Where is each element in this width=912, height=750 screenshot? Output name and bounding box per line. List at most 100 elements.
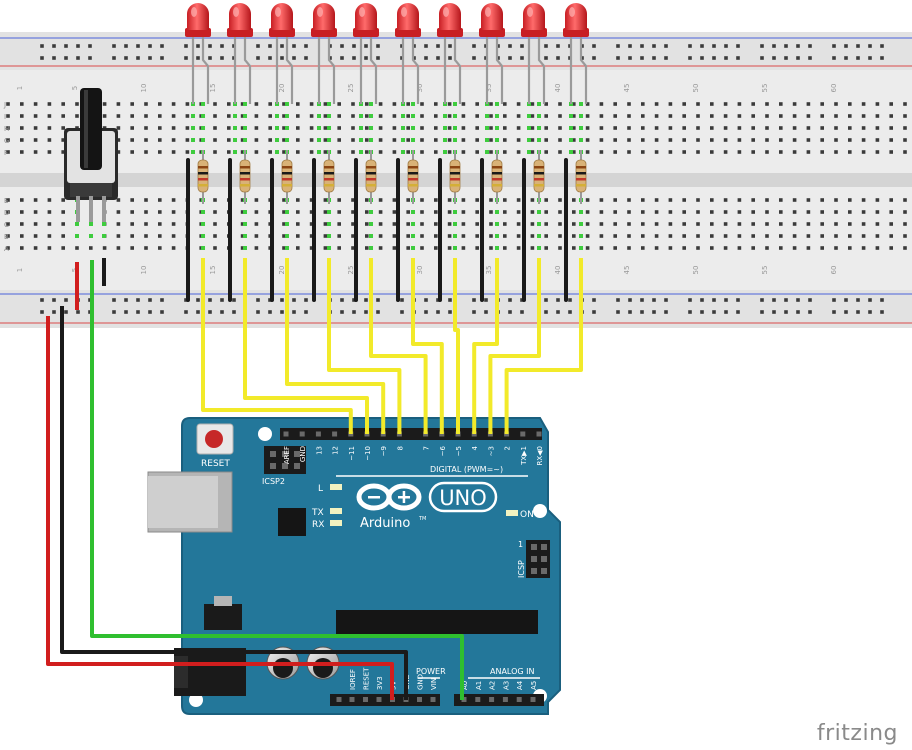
rail-hole[interactable] <box>52 44 56 48</box>
breadboard-hole[interactable] <box>282 210 286 214</box>
breadboard-hole[interactable] <box>641 222 645 226</box>
breadboard-hole[interactable] <box>351 150 355 154</box>
breadboard-hole[interactable] <box>792 234 797 238</box>
breadboard-hole[interactable] <box>792 114 797 118</box>
breadboard-hole[interactable] <box>516 234 521 238</box>
rail-hole[interactable] <box>112 310 116 314</box>
rail-hole[interactable] <box>760 44 764 48</box>
breadboard-hole[interactable] <box>503 138 507 142</box>
breadboard-hole[interactable] <box>406 114 410 118</box>
breadboard-hole[interactable] <box>461 246 466 250</box>
rail-hole[interactable] <box>124 56 128 60</box>
rail-hole[interactable] <box>208 56 212 60</box>
breadboard-hole[interactable] <box>337 150 341 154</box>
breadboard-hole[interactable] <box>903 198 907 202</box>
breadboard-hole[interactable] <box>351 222 355 226</box>
rail-hole[interactable] <box>112 44 116 48</box>
rail-hole[interactable] <box>784 298 788 302</box>
rail-hole[interactable] <box>700 44 704 48</box>
breadboard-hole[interactable] <box>710 150 714 154</box>
breadboard-hole[interactable] <box>116 246 121 250</box>
header-pin[interactable] <box>315 431 321 437</box>
rail-hole[interactable] <box>856 56 860 60</box>
breadboard-hole[interactable] <box>516 246 521 250</box>
breadboard-hole[interactable] <box>903 210 907 214</box>
breadboard-hole[interactable] <box>848 138 852 142</box>
rail-hole[interactable] <box>88 44 92 48</box>
breadboard-hole[interactable] <box>406 126 410 130</box>
rail-hole[interactable] <box>868 56 872 60</box>
rail-hole[interactable] <box>40 310 44 314</box>
rail-hole[interactable] <box>340 298 344 302</box>
breadboard-hole[interactable] <box>544 198 548 202</box>
header-pin[interactable] <box>530 697 536 702</box>
breadboard-hole[interactable] <box>558 114 562 118</box>
breadboard-hole[interactable] <box>144 102 148 106</box>
breadboard-hole[interactable] <box>392 222 397 226</box>
rail-hole[interactable] <box>184 310 188 314</box>
breadboard-hole[interactable] <box>309 138 314 142</box>
breadboard-hole[interactable] <box>158 150 162 154</box>
breadboard-hole[interactable] <box>296 150 300 154</box>
breadboard-hole[interactable] <box>406 222 410 226</box>
breadboard-hole[interactable] <box>861 138 866 142</box>
breadboard-hole[interactable] <box>779 198 783 202</box>
breadboard-hole[interactable] <box>503 114 507 118</box>
rail-hole[interactable] <box>520 56 524 60</box>
icsp-pin[interactable] <box>531 568 537 574</box>
breadboard-hole[interactable] <box>351 234 355 238</box>
breadboard-hole[interactable] <box>392 210 397 214</box>
rail-hole[interactable] <box>340 56 344 60</box>
breadboard-hole[interactable] <box>420 114 424 118</box>
rail-hole[interactable] <box>136 56 140 60</box>
breadboard-hole[interactable] <box>585 210 590 214</box>
breadboard-hole[interactable] <box>378 102 383 106</box>
breadboard-hole[interactable] <box>240 234 245 238</box>
breadboard-hole[interactable] <box>323 222 328 226</box>
breadboard-hole[interactable] <box>737 210 742 214</box>
rail-hole[interactable] <box>640 56 644 60</box>
breadboard-hole[interactable] <box>227 102 231 106</box>
breadboard-hole[interactable] <box>889 150 893 154</box>
breadboard-hole[interactable] <box>144 114 148 118</box>
rail-hole[interactable] <box>256 56 260 60</box>
breadboard-hole[interactable] <box>420 102 424 106</box>
breadboard-hole[interactable] <box>475 102 479 106</box>
breadboard-hole[interactable] <box>171 150 176 154</box>
breadboard-hole[interactable] <box>806 198 811 202</box>
breadboard-hole[interactable] <box>737 222 742 226</box>
rail-hole[interactable] <box>772 310 776 314</box>
breadboard-hole[interactable] <box>461 114 466 118</box>
breadboard-hole[interactable] <box>365 126 369 130</box>
breadboard-hole[interactable] <box>213 222 217 226</box>
breadboard-hole[interactable] <box>392 114 397 118</box>
breadboard-hole[interactable] <box>240 222 245 226</box>
rail-hole[interactable] <box>796 310 800 314</box>
breadboard-hole[interactable] <box>599 102 604 106</box>
rail-hole[interactable] <box>376 310 380 314</box>
rail-hole[interactable] <box>616 310 620 314</box>
breadboard-hole[interactable] <box>240 210 245 214</box>
rail-hole[interactable] <box>556 298 560 302</box>
breadboard-hole[interactable] <box>61 234 65 238</box>
breadboard-hole[interactable] <box>875 222 880 226</box>
breadboard-hole[interactable] <box>765 150 769 154</box>
breadboard-hole[interactable] <box>296 210 300 214</box>
breadboard-hole[interactable] <box>47 234 52 238</box>
breadboard-hole[interactable] <box>351 246 355 250</box>
breadboard-hole[interactable] <box>572 210 576 214</box>
header-pin[interactable] <box>299 431 305 437</box>
breadboard-hole[interactable] <box>779 246 783 250</box>
breadboard-hole[interactable] <box>516 198 521 202</box>
rail-hole[interactable] <box>832 56 836 60</box>
breadboard-hole[interactable] <box>503 234 507 238</box>
breadboard-hole[interactable] <box>337 198 341 202</box>
breadboard-hole[interactable] <box>737 234 742 238</box>
breadboard-hole[interactable] <box>392 150 397 154</box>
breadboard-hole[interactable] <box>116 114 121 118</box>
rail-hole[interactable] <box>376 44 380 48</box>
breadboard-hole[interactable] <box>475 150 479 154</box>
breadboard-hole[interactable] <box>254 138 259 142</box>
breadboard-hole[interactable] <box>392 102 397 106</box>
breadboard-hole[interactable] <box>558 138 562 142</box>
